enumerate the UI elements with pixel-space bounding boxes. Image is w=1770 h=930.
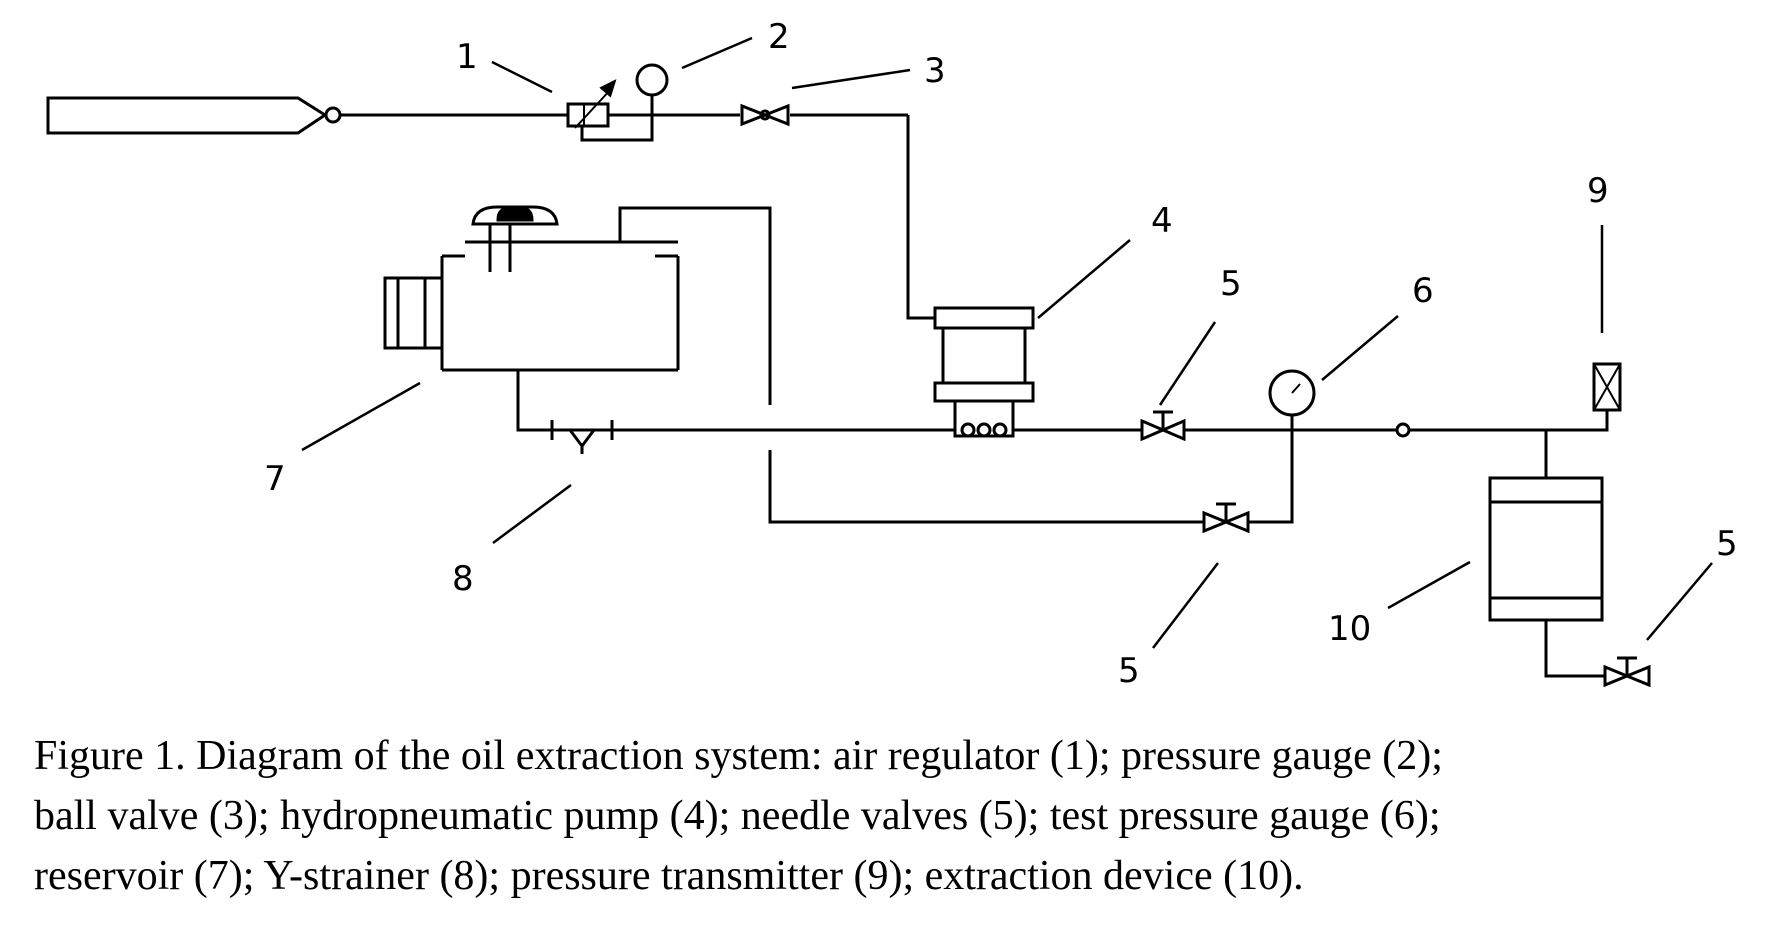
suction-line xyxy=(516,370,552,432)
hydropneumatic-pump xyxy=(933,306,1035,438)
return-line-bottom xyxy=(768,450,1204,524)
figure-caption: Figure 1. Diagram of the oil extraction … xyxy=(34,726,1744,906)
label-4: 4 xyxy=(1151,201,1173,241)
air-line-to-pump xyxy=(906,115,935,320)
pressure-transmitter xyxy=(1546,362,1622,432)
label-5-bottom: 5 xyxy=(1118,651,1140,691)
needle-valve-top xyxy=(1140,410,1186,442)
label-6: 6 xyxy=(1412,271,1434,311)
label-9: 9 xyxy=(1587,171,1609,211)
extraction-device xyxy=(1488,430,1605,678)
label-10: 10 xyxy=(1328,609,1371,649)
return-line-top xyxy=(618,206,772,405)
label-2: 2 xyxy=(768,17,790,57)
inline-node xyxy=(1395,422,1411,438)
pressure-gauge xyxy=(635,63,669,115)
label-7: 7 xyxy=(264,459,286,499)
ball-valve xyxy=(740,103,790,127)
y-strainer xyxy=(550,420,614,454)
label-3: 3 xyxy=(924,51,946,91)
caption-line-3: reservoir (7); Y-strainer (8); pressure … xyxy=(34,853,1304,899)
gas-cylinder xyxy=(46,96,342,135)
oil-extraction-diagram: 1 2 3 4 5 6 9 7 8 5 10 5 xyxy=(46,17,1738,691)
reservoir xyxy=(383,205,680,372)
leader-lines xyxy=(301,36,1713,649)
needle-valve-right xyxy=(1603,656,1651,688)
label-5-top: 5 xyxy=(1220,264,1242,304)
air-regulator xyxy=(566,79,654,142)
label-8: 8 xyxy=(452,559,474,599)
needle-valve-bottom xyxy=(1202,502,1250,534)
test-pressure-gauge xyxy=(1248,369,1316,524)
caption-line-2: ball valve (3); hydropneumatic pump (4);… xyxy=(34,793,1441,839)
label-5-right: 5 xyxy=(1716,524,1738,564)
caption-line-1: Figure 1. Diagram of the oil extraction … xyxy=(34,733,1443,779)
label-1: 1 xyxy=(456,37,478,77)
